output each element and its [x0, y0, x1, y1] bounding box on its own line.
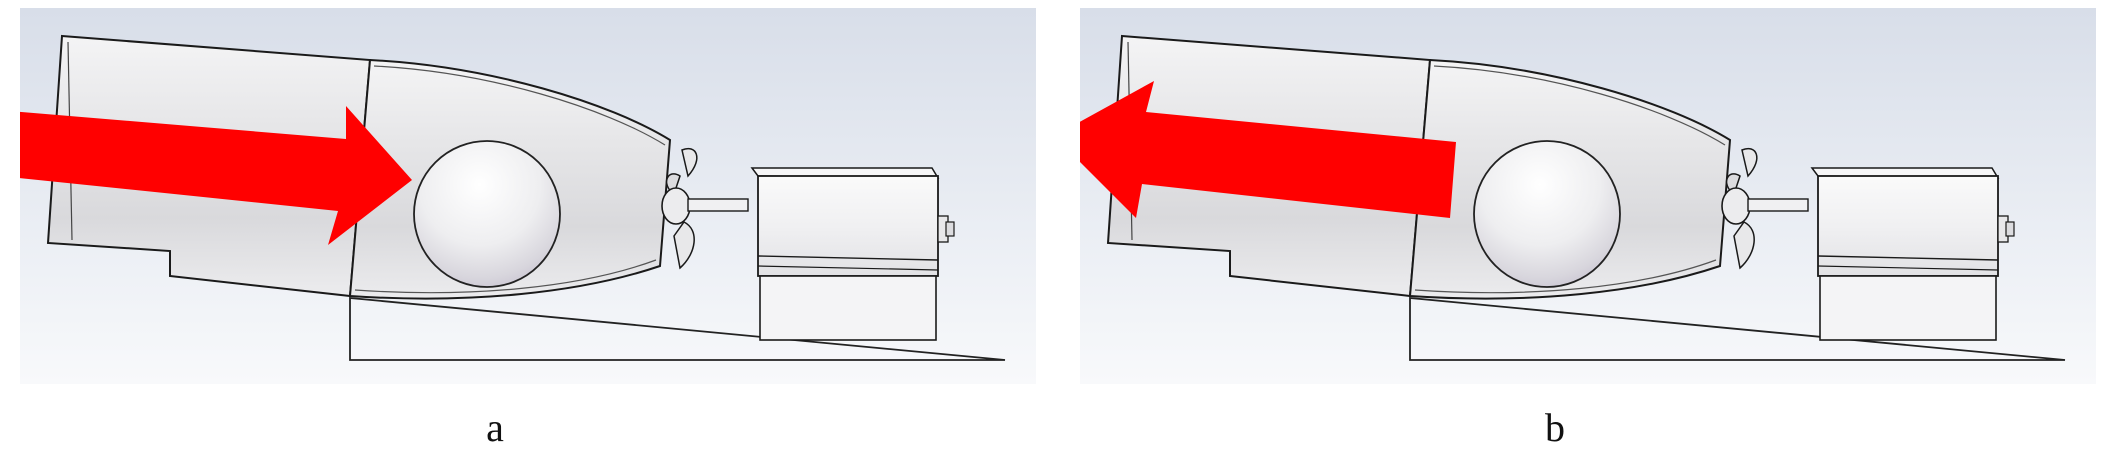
diagram-b: [1080, 8, 2096, 384]
panel-a: [20, 8, 1036, 384]
ramp-base-icon: [1409, 297, 2066, 361]
propeller-icon: [1721, 147, 1809, 270]
ramp-base-icon: [349, 297, 1006, 361]
motor-housing-icon: [1810, 167, 2015, 341]
caption-b: b: [1545, 405, 1565, 450]
caption-a: a: [486, 405, 504, 450]
propeller-icon: [661, 147, 749, 270]
flow-arrow-left-icon: [1080, 81, 1456, 218]
diagram-a: [20, 8, 1036, 384]
panel-b: [1080, 8, 2096, 384]
motor-housing-icon: [750, 167, 955, 341]
sphere-object-icon: [413, 140, 561, 288]
sphere-object-icon: [1473, 140, 1621, 288]
flow-arrow-right-icon: [20, 106, 412, 245]
